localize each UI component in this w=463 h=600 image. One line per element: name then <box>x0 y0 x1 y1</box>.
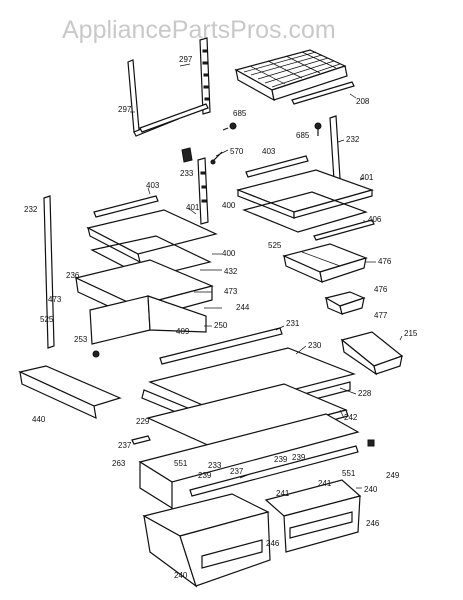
part-label: 228 <box>358 389 372 398</box>
part-label: 403 <box>146 181 160 190</box>
part-label: 477 <box>374 311 388 320</box>
part-label: 297 <box>118 105 132 114</box>
meat-keeper-assembly <box>74 259 214 345</box>
part-label: 685 <box>233 109 247 118</box>
part-label: 233 <box>180 169 194 178</box>
rail-232-left <box>43 195 55 349</box>
trim-406 <box>313 219 375 241</box>
part-label: 240 <box>364 485 378 494</box>
leader-lines <box>130 63 403 489</box>
rail-232-right <box>329 115 341 181</box>
drawer-240-right <box>264 479 362 553</box>
shelf-support-ladder-297 <box>139 37 211 133</box>
screw-685-left <box>222 122 237 131</box>
trim-231 <box>159 327 283 365</box>
drawer-240-left <box>142 493 271 588</box>
part-label: 476 <box>374 285 388 294</box>
part-label: 297 <box>179 55 193 64</box>
screw-253 <box>92 350 100 358</box>
rail-208 <box>291 81 355 105</box>
part-label: 244 <box>236 303 250 312</box>
part-label: 409 <box>176 327 190 336</box>
part-label: 551 <box>342 469 356 478</box>
part-label: 233 <box>208 461 222 470</box>
part-label: 232 <box>24 205 38 214</box>
door-shelf-440 <box>18 365 122 420</box>
shelf-trim-403-right <box>245 155 309 178</box>
shelf-trim-403-left <box>93 195 159 218</box>
glass-shelf-230 <box>148 347 356 411</box>
part-label: 432 <box>224 267 238 276</box>
glass-shelf-401-left <box>86 209 218 264</box>
part-label: 239 <box>198 471 212 480</box>
door-bin-215 <box>340 331 404 376</box>
part-label: 525 <box>268 241 282 250</box>
part-label: 250 <box>214 321 228 330</box>
part-label: 406 <box>368 215 382 224</box>
part-label: 401 <box>186 203 200 212</box>
part-label: 525 <box>40 315 54 324</box>
watermark-text: AppliancePartsPros.com <box>62 16 336 44</box>
screw-685-right <box>314 122 322 136</box>
clip-249 <box>367 439 375 447</box>
shelf-frame-400-right <box>242 191 368 233</box>
part-label: 570 <box>230 147 244 156</box>
part-label: 249 <box>386 471 400 480</box>
rail-263 <box>131 435 151 445</box>
part-label: 246 <box>366 519 380 528</box>
part-label: 476 <box>378 257 392 266</box>
part-label: 400 <box>222 249 236 258</box>
part-label: 400 <box>222 201 236 210</box>
part-label: 215 <box>404 329 418 338</box>
part-label: 473 <box>48 295 62 304</box>
part-label: 239 <box>292 453 306 462</box>
crisper-drawer-476 <box>282 243 368 284</box>
part-label: 246 <box>266 539 280 548</box>
part-label: 253 <box>74 335 88 344</box>
part-label: 237 <box>230 467 244 476</box>
part-label: 241 <box>318 479 332 488</box>
part-label: 229 <box>136 417 150 426</box>
dairy-bin-476 <box>324 291 366 316</box>
part-label: 440 <box>32 415 46 424</box>
bracket-233-top <box>181 147 193 163</box>
part-label: 473 <box>224 287 238 296</box>
part-label: 241 <box>276 489 290 498</box>
part-labels: 297 297 208 685 685 232 570 233 403 403 … <box>24 55 418 580</box>
part-label: 208 <box>356 97 370 106</box>
part-label: 240 <box>174 571 188 580</box>
part-label: 231 <box>286 319 300 328</box>
support-ladder-center <box>197 157 209 225</box>
part-label: 232 <box>346 135 360 144</box>
part-label: 401 <box>360 173 374 182</box>
part-label: 263 <box>112 459 126 468</box>
wire-shelf <box>234 49 348 102</box>
part-label: 239 <box>274 455 288 464</box>
crisper-frame <box>138 413 360 510</box>
part-label: 685 <box>296 131 310 140</box>
part-label: 403 <box>262 147 276 156</box>
part-label: 236 <box>66 271 80 280</box>
part-label: 242 <box>344 413 358 422</box>
part-label: 551 <box>174 459 188 468</box>
part-label: 237 <box>118 441 132 450</box>
part-label: 230 <box>308 341 322 350</box>
